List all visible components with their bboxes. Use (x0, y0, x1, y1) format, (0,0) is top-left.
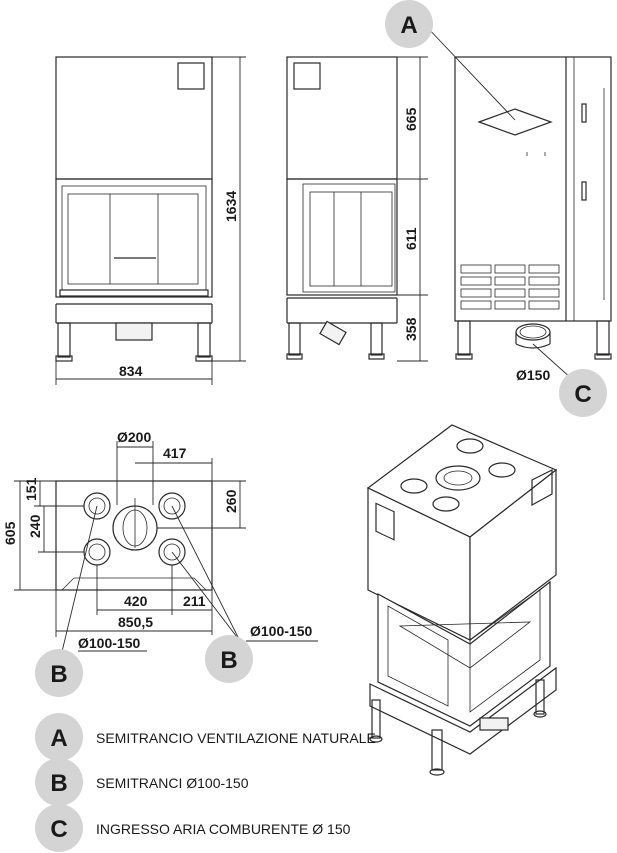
side-view (286, 56, 398, 360)
dim-plan-211: 211 (183, 593, 206, 609)
badge-a: A (385, 0, 433, 48)
dim-plan-central-diameter: Ø200 (117, 429, 151, 445)
dim-height-total: 1634 (223, 191, 239, 222)
legend-text-c: INGRESSO ARIA COMBURENTE Ø 150 (96, 821, 351, 837)
svg-text:C: C (50, 816, 67, 843)
svg-text:B: B (220, 647, 237, 674)
dim-middle-section: 611 (403, 227, 419, 250)
svg-text:A: A (50, 725, 67, 752)
badge-b-left: B (35, 649, 83, 697)
dim-lower-section: 358 (403, 317, 419, 341)
legend-item-a: A SEMITRANCIO VENTILAZIONE NATURALE (35, 713, 376, 761)
dim-plan-260: 260 (223, 489, 239, 513)
dim-plan-850: 850,5 (118, 614, 153, 630)
side-view-dimensions: 665 611 358 (397, 56, 428, 362)
dim-width-front: 834 (119, 363, 143, 379)
legend-item-b: B SEMITRANCI Ø100-150 (35, 758, 249, 806)
legend-text-a: SEMITRANCIO VENTILAZIONE NATURALE (96, 730, 376, 746)
front-view (55, 56, 213, 362)
badge-c: C (559, 369, 607, 417)
svg-text:A: A (400, 12, 417, 39)
plan-view-dimensions: Ø200 417 605 151 240 260 420 211 850,5 Ø… (2, 429, 318, 661)
rear-view (424, 24, 612, 389)
svg-text:B: B (50, 661, 67, 688)
front-view-dimensions: 1634 834 (55, 56, 246, 385)
legend-text-b: SEMITRANCI Ø100-150 (96, 775, 249, 791)
dim-plan-420: 420 (124, 593, 148, 609)
isometric-view (366, 424, 558, 776)
svg-text:B: B (50, 770, 67, 797)
dim-plan-outlet-right: Ø100-150 (250, 623, 312, 639)
legend: A SEMITRANCIO VENTILAZIONE NATURALE B SE… (35, 713, 376, 852)
dim-outlet-c: Ø150 (516, 367, 550, 383)
badge-b-right: B (205, 635, 253, 683)
dim-plan-151: 151 (23, 477, 39, 501)
dim-plan-240: 240 (27, 514, 43, 538)
legend-item-c: C INGRESSO ARIA COMBURENTE Ø 150 (35, 804, 351, 852)
svg-text:C: C (574, 381, 591, 408)
dim-plan-outlet-left: Ø100-150 (78, 635, 140, 651)
dim-upper-section: 665 (403, 107, 419, 131)
dim-plan-417: 417 (163, 445, 187, 461)
dim-plan-605: 605 (2, 521, 18, 545)
